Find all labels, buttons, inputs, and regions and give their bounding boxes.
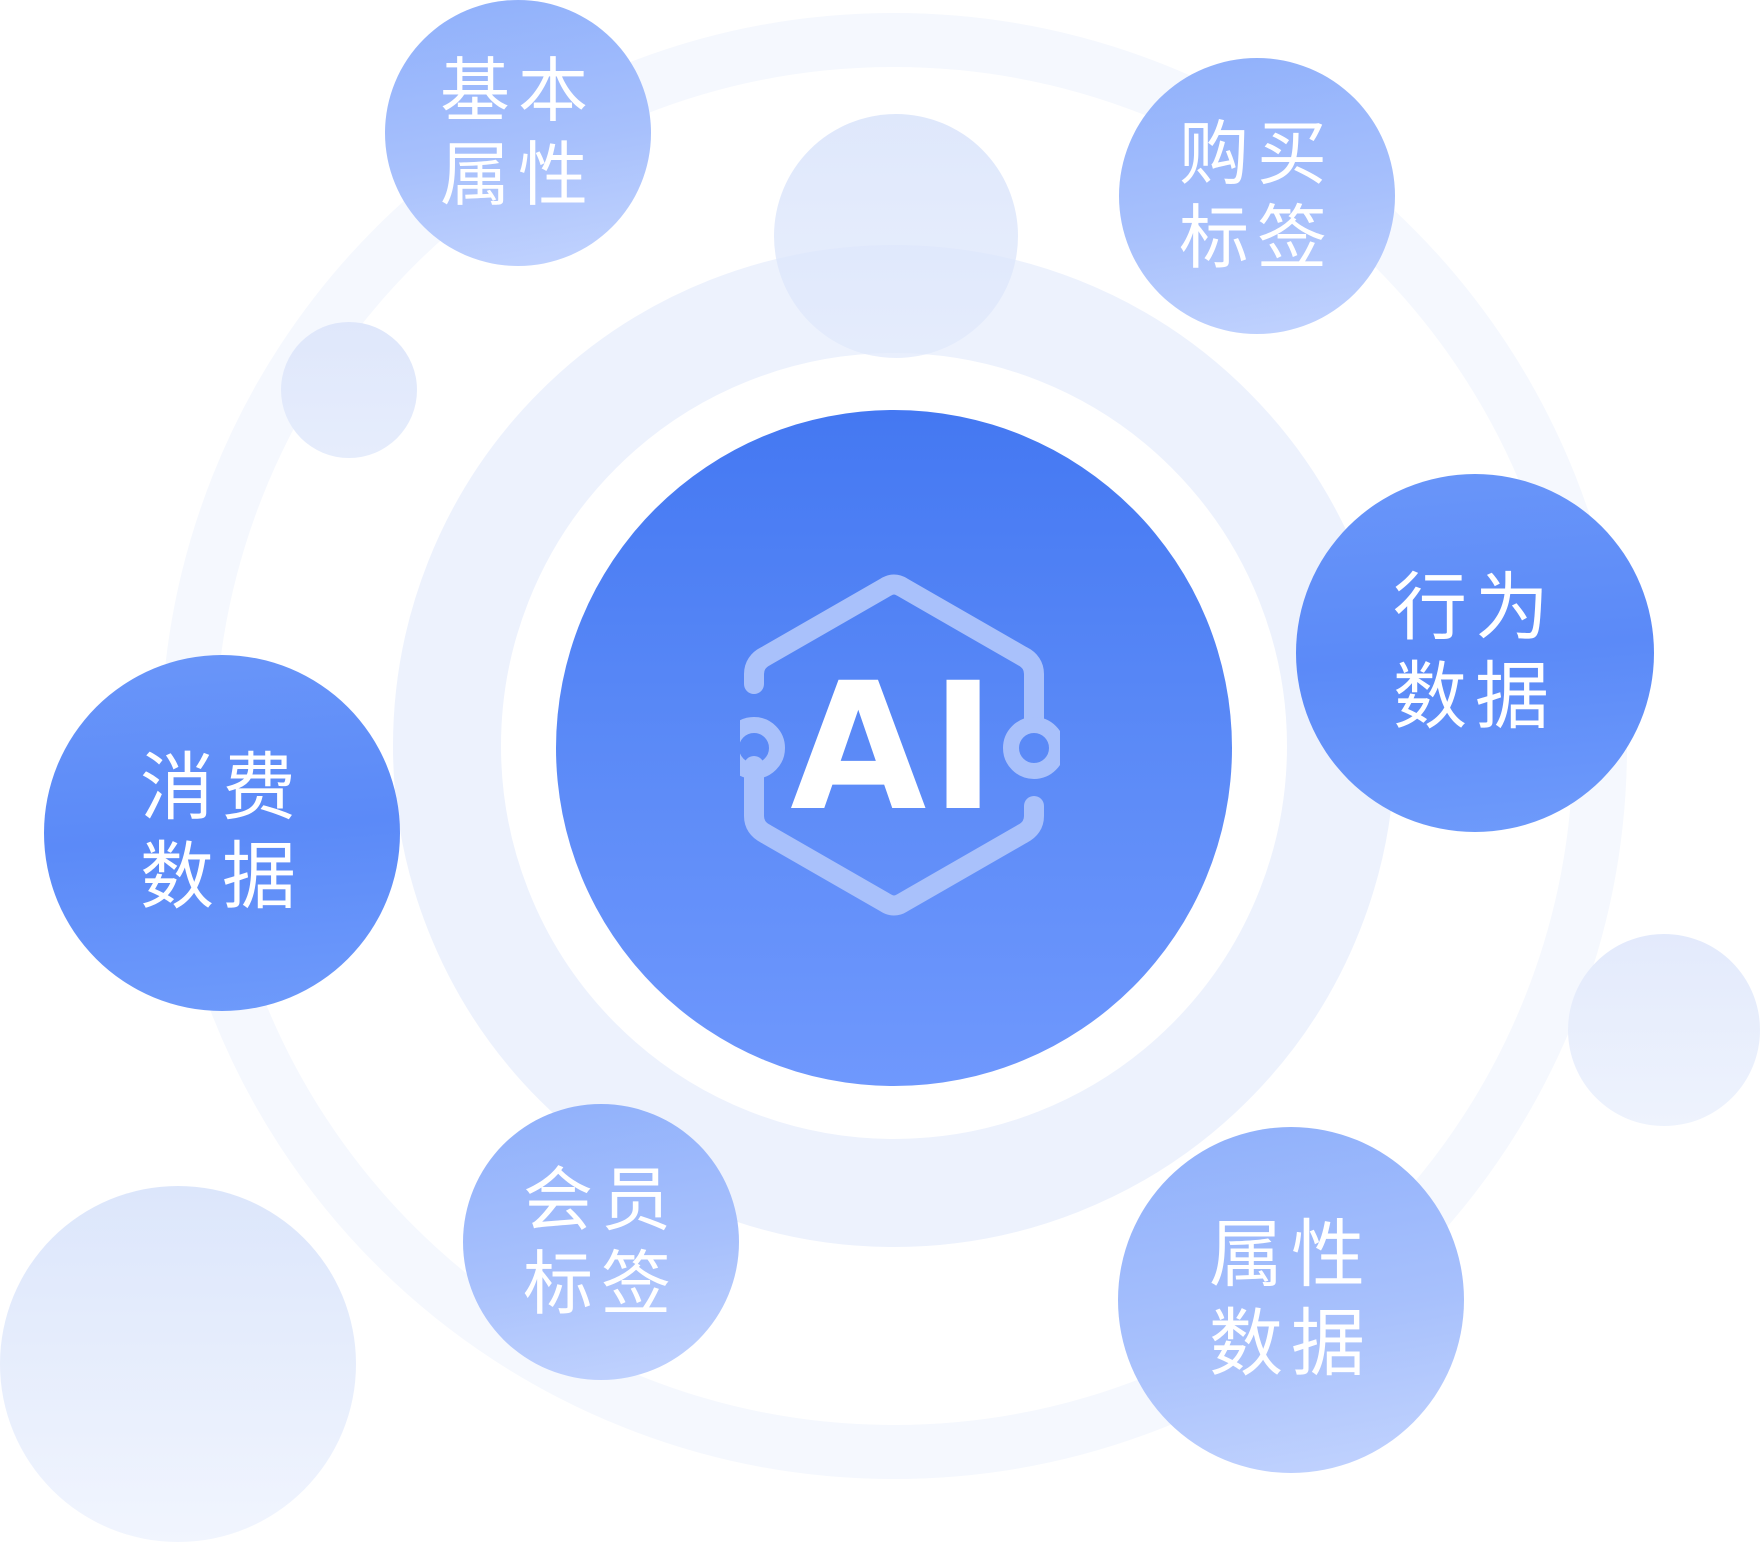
ai-hexagon-icon — [740, 574, 1060, 916]
node-label-line-2: 数据 — [1393, 654, 1557, 740]
node-basic-attributes: 基本 属性 — [385, 0, 651, 266]
node-label-line-2: 标签 — [1179, 197, 1335, 279]
hexagon-outline-bottom — [744, 756, 1044, 916]
node-label-line-2: 属性 — [440, 134, 596, 216]
node-purchase-tags: 购买 标签 — [1119, 58, 1395, 334]
node-label-line-1: 购买 — [1179, 113, 1335, 195]
decorative-circle-right — [1568, 934, 1760, 1126]
decorative-circle-top — [774, 114, 1018, 358]
node-label-line-1: 会员 — [523, 1159, 679, 1241]
node-label-line-1: 基本 — [440, 50, 596, 132]
node-label-line-1: 消费 — [140, 745, 304, 832]
node-label-line-2: 数据 — [140, 834, 304, 920]
node-label-line-2: 数据 — [1209, 1301, 1373, 1387]
node-behavior-data: 行为 数据 — [1296, 474, 1654, 832]
decorative-circle-bottom-left — [0, 1186, 356, 1542]
node-consumption-data: 消费 数据 — [44, 655, 400, 1011]
node-label-line-2: 标签 — [523, 1243, 679, 1325]
right-connector-icon — [1003, 717, 1060, 779]
hexagon-outline-top — [744, 574, 1044, 730]
node-label-line-1: 属性 — [1209, 1212, 1373, 1299]
center-ai-circle — [556, 410, 1232, 1086]
ai-label: AI — [790, 645, 1000, 850]
node-member-tags: 会员 标签 — [463, 1104, 739, 1380]
node-label-line-1: 行为 — [1393, 565, 1557, 652]
decorative-circle-left — [281, 322, 417, 458]
left-connector-icon — [740, 717, 785, 779]
node-attribute-data: 属性 数据 — [1118, 1127, 1464, 1473]
